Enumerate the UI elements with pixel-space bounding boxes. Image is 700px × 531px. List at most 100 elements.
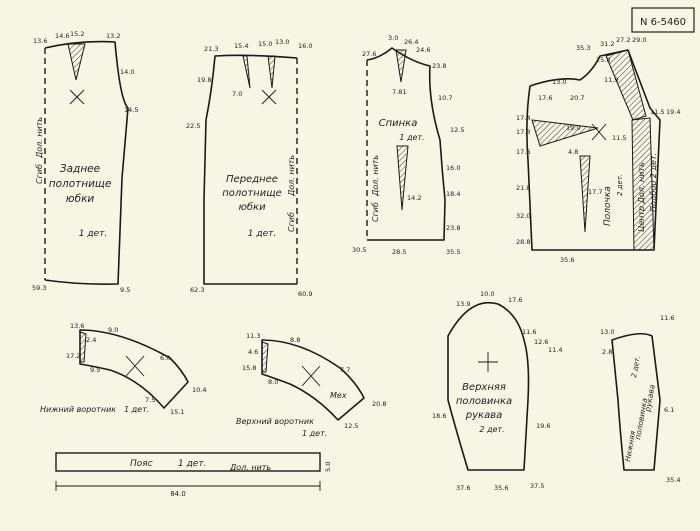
meas: 21.3 bbox=[204, 45, 218, 53]
back-bodice-grain: Дол. нить bbox=[371, 155, 380, 197]
meas: 10.0 bbox=[480, 290, 494, 298]
meas: 11.5 bbox=[612, 134, 626, 142]
meas: 2.4 bbox=[86, 336, 96, 344]
meas: 4.8 bbox=[568, 148, 578, 156]
back-skirt-count: 1 дет. bbox=[79, 229, 107, 239]
lower-collar-name: Нижний воротник bbox=[40, 405, 116, 414]
meas: 3.0 bbox=[388, 34, 398, 42]
meas: 35.4 bbox=[666, 476, 680, 484]
meas: 28.5 bbox=[392, 248, 406, 256]
belt-name: Пояс bbox=[130, 459, 153, 469]
front-skirt-measurements: 21.3 15.4 15.0 13.0 16.0 19.8 7.0 22.5 6… bbox=[186, 38, 312, 298]
meas: 20.8 bbox=[372, 400, 386, 408]
meas: 16.0 bbox=[298, 42, 312, 50]
lower-sleeve-count: 2 дет. bbox=[630, 355, 642, 378]
meas: 12.5 bbox=[450, 126, 464, 134]
front-bodice-measurements: 35.3 31.2 29.0 27.2 25.8 11.9 13.0 17.6 … bbox=[516, 36, 680, 264]
meas: 20.7 bbox=[570, 94, 584, 102]
meas: 14.5 bbox=[124, 106, 138, 114]
back-bodice-piece: Спинка 1 дет. Сгиб Дол. нить 27.6 3.0 26… bbox=[352, 34, 464, 256]
upper-sleeve-name-3: рукава bbox=[465, 410, 502, 421]
meas: 11.5 bbox=[650, 108, 664, 116]
meas: 15.2 bbox=[70, 30, 84, 38]
back-skirt-name-2: полотнище bbox=[49, 178, 112, 190]
meas: 15.4 bbox=[234, 42, 248, 50]
meas: 19.0 bbox=[566, 124, 580, 132]
front-skirt-grain: Дол. нить bbox=[287, 155, 296, 197]
meas: 18.6 bbox=[432, 412, 446, 420]
front-bodice-name: Полочка bbox=[603, 186, 613, 226]
meas: 37.5 bbox=[530, 482, 544, 490]
back-bodice-fold: Сгиб bbox=[371, 202, 380, 222]
upper-sleeve-name-2: половинка bbox=[456, 396, 512, 407]
meas: 17.3 bbox=[516, 128, 530, 136]
meas: 26.4 bbox=[404, 38, 418, 46]
belt-piece: Пояс 1 дет. Дол. нить 84.0 5.0 bbox=[55, 452, 332, 498]
meas: 17.7 bbox=[588, 188, 602, 196]
lower-sleeve-piece: Нижняя половинка рукава 2 дет. 13.0 11.6… bbox=[600, 314, 680, 484]
meas: 35.6 bbox=[494, 484, 508, 492]
meas: 59.3 bbox=[32, 284, 46, 292]
meas: 29.0 bbox=[632, 36, 646, 44]
meas: 10.4 bbox=[192, 386, 206, 394]
meas: 17.6 bbox=[508, 296, 522, 304]
meas: 35.6 bbox=[560, 256, 574, 264]
meas: 6.1 bbox=[664, 406, 674, 414]
meas: 9.5 bbox=[120, 286, 130, 294]
upper-collar-mark: Мех bbox=[330, 391, 347, 400]
meas: 12.5 bbox=[344, 422, 358, 430]
upper-collar-measurements: 11.3 8.8 15.8 8.0 7.7 20.8 4.6 12.5 bbox=[242, 332, 386, 430]
upper-sleeve-name-1: Верхняя bbox=[462, 382, 506, 393]
meas: 16.0 bbox=[446, 164, 460, 172]
meas: 2.8 bbox=[602, 348, 612, 356]
meas: 17.6 bbox=[516, 148, 530, 156]
front-bodice-grain: Центр Дол. нить bbox=[637, 162, 646, 232]
meas: 32.0 bbox=[516, 212, 530, 220]
front-bodice-piece: Полочка 2 дет. Центр Дол. нить Подбор 2 … bbox=[516, 36, 680, 264]
meas: 22.5 bbox=[186, 122, 200, 130]
meas: 11.3 bbox=[246, 332, 260, 340]
meas: 9.0 bbox=[108, 326, 118, 334]
back-skirt-name-3: юбки bbox=[66, 193, 95, 205]
meas: 35.3 bbox=[576, 44, 590, 52]
front-skirt-count: 1 дет. bbox=[248, 229, 276, 239]
belt-length: 84.0 bbox=[170, 490, 186, 498]
upper-sleeve-count: 2 дет. bbox=[479, 425, 504, 434]
meas: 13.2 bbox=[106, 32, 120, 40]
upper-sleeve-piece: Верхняя половинка рукава 2 дет. 13.9 10.… bbox=[432, 290, 562, 492]
meas: 7.0 bbox=[232, 90, 242, 98]
meas: 35.5 bbox=[446, 248, 460, 256]
belt-count: 1 дет. bbox=[178, 459, 206, 469]
back-skirt-fold: Сгиб bbox=[35, 164, 44, 184]
meas: 11.6 bbox=[660, 314, 674, 322]
meas: 12.6 bbox=[534, 338, 548, 346]
meas: 27.6 bbox=[362, 50, 376, 58]
meas: 17.6 bbox=[538, 94, 552, 102]
meas: 7.81 bbox=[392, 88, 406, 96]
meas: 7.7 bbox=[340, 366, 350, 374]
meas: 14.6 bbox=[55, 32, 69, 40]
meas: 60.9 bbox=[298, 290, 312, 298]
meas: 18.4 bbox=[446, 190, 460, 198]
meas: 13.0 bbox=[600, 328, 614, 336]
meas: 10.7 bbox=[438, 94, 452, 102]
meas: 19.6 bbox=[536, 422, 550, 430]
meas: 23.8 bbox=[446, 224, 460, 232]
meas: 14.2 bbox=[407, 194, 421, 202]
front-skirt-name-2: полотнище bbox=[222, 188, 282, 199]
meas: 28.8 bbox=[516, 238, 530, 246]
upper-collar-count: 1 дет. bbox=[302, 429, 327, 438]
meas: 17.4 bbox=[516, 114, 530, 122]
meas: 4.6 bbox=[248, 348, 258, 356]
meas: 19.8 bbox=[197, 76, 211, 84]
meas: 9.5 bbox=[90, 366, 100, 374]
meas: 23.8 bbox=[432, 62, 446, 70]
upper-sleeve-measurements: 13.9 10.0 17.6 11.6 12.6 11.4 18.6 19.6 … bbox=[432, 290, 562, 492]
front-bodice-facing: Подбор 2 дет. bbox=[649, 153, 658, 212]
lower-sleeve-measurements: 13.0 11.6 2.8 6.1 35.4 bbox=[600, 314, 680, 484]
meas: 13.6 bbox=[33, 37, 47, 45]
meas: 27.2 bbox=[616, 36, 630, 44]
meas: 11.4 bbox=[548, 346, 562, 354]
meas: 37.6 bbox=[456, 484, 470, 492]
